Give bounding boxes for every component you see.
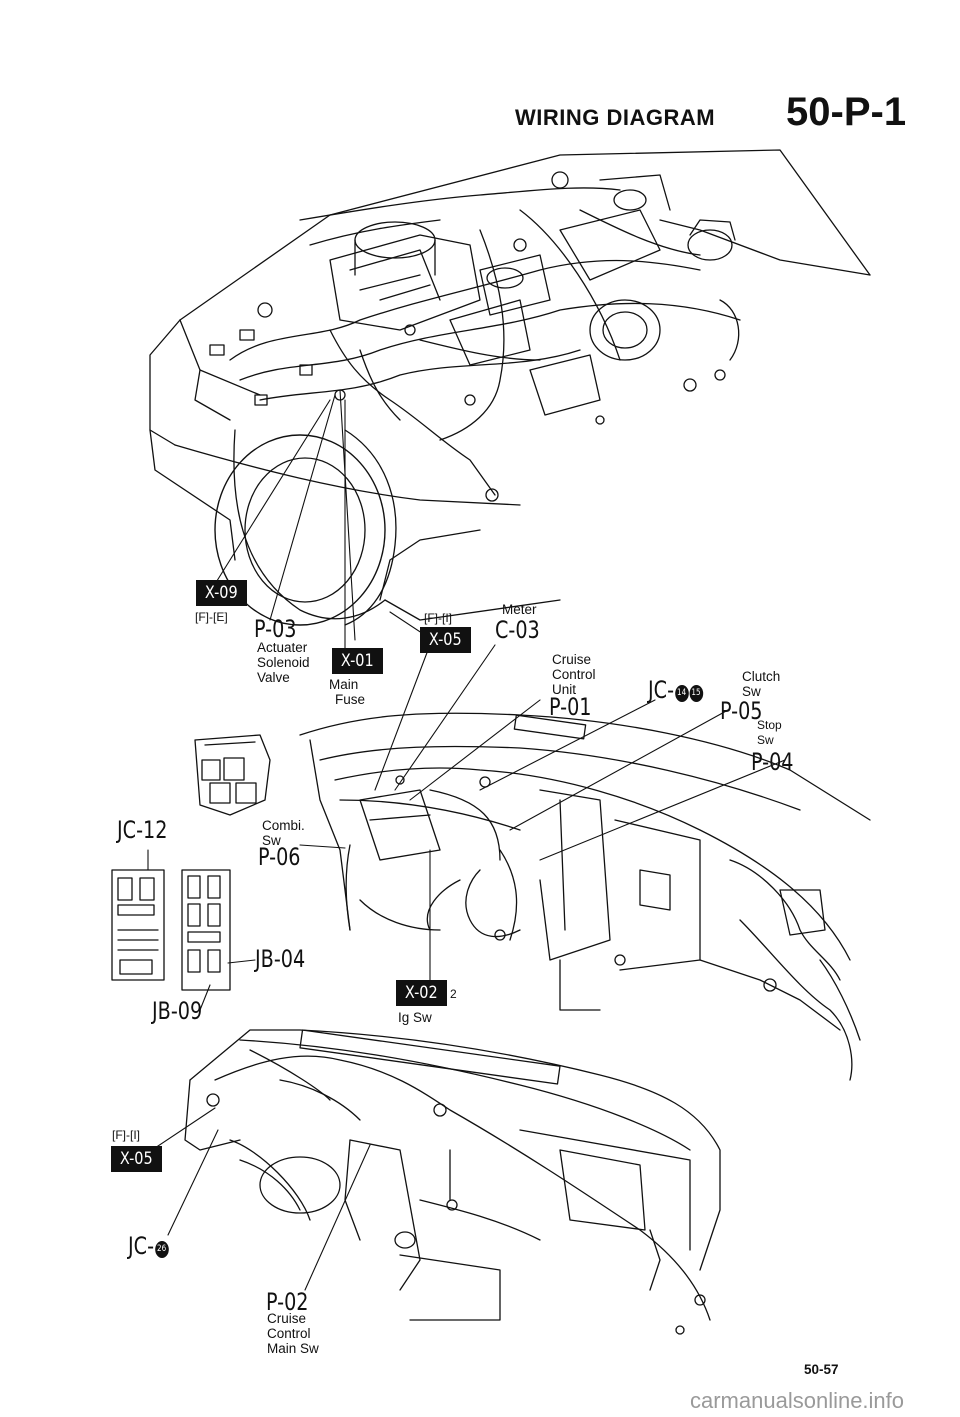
ig-sw-label: Ig Sw xyxy=(398,1010,432,1025)
jb09-label: JB-09 xyxy=(152,997,203,1025)
p06-label: Combi. Sw xyxy=(262,818,305,848)
panel-leader-lines xyxy=(154,1107,371,1291)
diagram-title-label: WIRING DIAGRAM xyxy=(515,105,716,130)
relay-block-illustration xyxy=(194,734,271,816)
p05-label: Clutch Sw xyxy=(742,669,781,699)
x09-ref: [F]-[E] xyxy=(195,610,228,624)
panel-x05-ref: [F]-[I] xyxy=(112,1128,140,1142)
x02-pin: 2 xyxy=(450,987,457,1001)
p01-code: P-01 xyxy=(549,693,592,721)
x02-box: X-02 xyxy=(396,980,447,1006)
x01-label: Main Fuse xyxy=(329,677,366,707)
dash-leader-lines xyxy=(147,644,786,1011)
p04-label: Stop Sw xyxy=(757,718,782,747)
p02-code: P-02 xyxy=(266,1288,309,1316)
jb04-block-illustration xyxy=(181,869,231,991)
p04-code: P-04 xyxy=(751,748,794,776)
engine-bay-illustration xyxy=(149,149,871,626)
jc12-label: JC-12 xyxy=(117,816,168,844)
page-number: 50-57 xyxy=(804,1362,839,1377)
p06-code: P-06 xyxy=(258,843,301,871)
p01-label: Cruise Control Unit xyxy=(552,652,596,697)
panel-x05-box: X-05 xyxy=(111,1146,162,1172)
watermark: carmanualsonline.info xyxy=(690,1388,905,1413)
instrument-panel-illustration xyxy=(184,1029,721,1335)
x01-box: X-01 xyxy=(332,648,383,674)
jc-26-label: JC-26 xyxy=(128,1232,169,1260)
x09-box: X-09 xyxy=(196,580,247,606)
x05-ref: [F]-[I] xyxy=(424,611,452,625)
jb04-label: JB-04 xyxy=(255,945,306,973)
p02-label: Cruise Control Main Sw xyxy=(267,1311,319,1356)
jc12-block-illustration xyxy=(111,869,165,981)
engine-leader-lines xyxy=(204,389,441,651)
p03-code: P-03 xyxy=(254,615,297,643)
c03-code: C-03 xyxy=(495,616,540,644)
p03-label: Actuater Solenoid Valve xyxy=(257,640,310,685)
p05-code: P-05 xyxy=(720,697,763,725)
c03-label: Meter xyxy=(502,602,537,617)
x05-box: X-05 xyxy=(420,627,471,653)
dash-frame-illustration xyxy=(299,712,871,1081)
diagram-number: 50-P-1 xyxy=(786,90,907,134)
